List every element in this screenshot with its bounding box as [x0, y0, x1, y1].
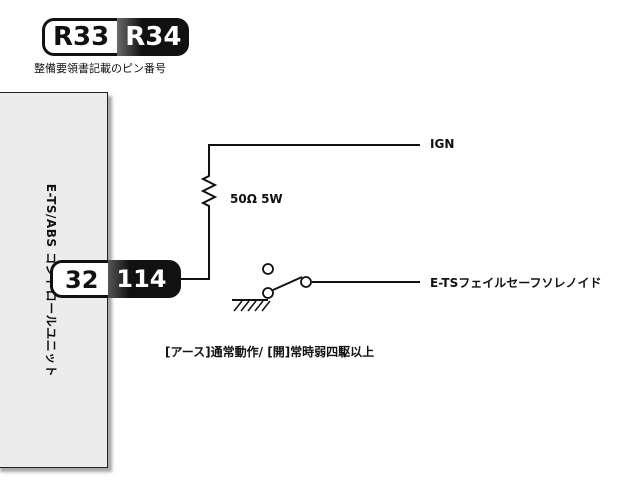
ign-label: IGN	[430, 137, 455, 151]
solenoid-label: E-TSフェイルセーフソレノイド	[430, 276, 602, 290]
badge-caption: 整備要領書記載のピン番号	[34, 62, 166, 75]
switch-arm	[272, 276, 303, 291]
wire-to-ign	[208, 144, 420, 170]
badge-r34: R34	[117, 18, 190, 56]
pin-114: 114	[108, 260, 181, 298]
pin-badge: 32 114	[50, 260, 181, 298]
resistor-symbol	[200, 170, 218, 210]
model-badge: R33 R34	[42, 18, 190, 56]
switch-contact-open	[262, 263, 274, 275]
resistor-label: 50Ω 5W	[230, 192, 283, 206]
switch-contact-common	[262, 287, 274, 299]
switch-contact-output	[300, 276, 312, 288]
pin-32: 32	[50, 260, 109, 298]
ground-hatch	[233, 300, 271, 312]
badge-r33: R33	[42, 18, 118, 56]
switch-note: [アース]通常動作/ [開]常時弱四駆以上	[165, 345, 375, 359]
